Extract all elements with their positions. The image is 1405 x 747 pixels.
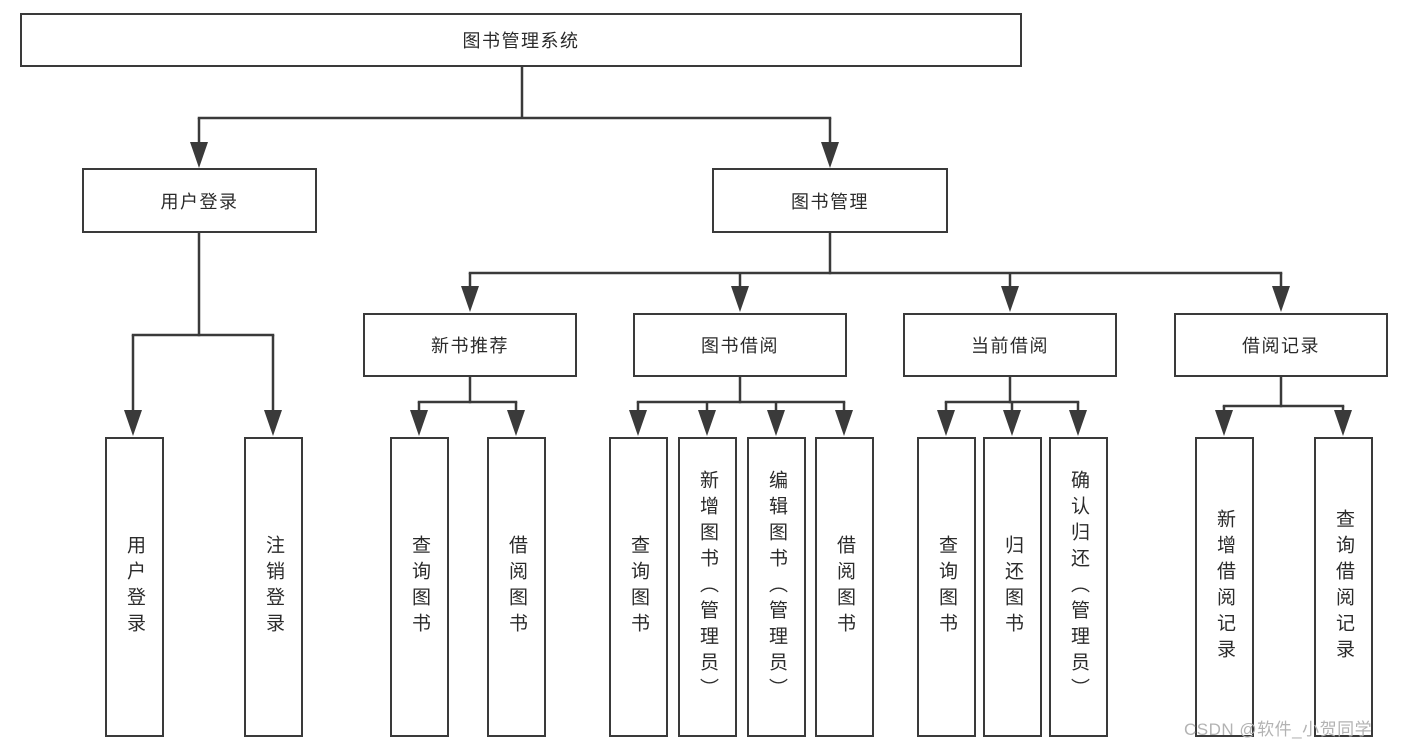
node-new-book-recommendation: 新书推荐	[363, 313, 577, 377]
node-user-login: 用户登录	[82, 168, 317, 233]
leaf-query-books-recommend-label: 查询图书	[409, 535, 430, 639]
leaf-add-borrow-record-label: 新增借阅记录	[1214, 509, 1235, 665]
csdn-watermark: CSDN @软件_小贺同学	[1184, 720, 1373, 739]
leaf-borrow-books-recommend-label: 借阅图书	[506, 535, 527, 639]
leaf-edit-books-admin-label: 编辑图书（管理员）	[766, 470, 787, 704]
leaf-add-books-admin: 新增图书（管理员）	[678, 437, 737, 737]
leaf-confirm-return-admin-label: 确认归还（管理员）	[1068, 470, 1089, 704]
node-book-borrowing-label: 图书借阅	[701, 336, 779, 356]
leaf-logout-login: 注销登录	[244, 437, 303, 737]
node-current-borrowing-label: 当前借阅	[971, 336, 1049, 356]
leaf-query-books-borrowing: 查询图书	[609, 437, 668, 737]
leaf-query-borrow-record-label: 查询借阅记录	[1333, 509, 1354, 665]
leaf-query-books-current: 查询图书	[917, 437, 976, 737]
node-borrowing-records: 借阅记录	[1174, 313, 1388, 377]
leaf-edit-books-admin: 编辑图书（管理员）	[747, 437, 806, 737]
node-new-book-recommendation-label: 新书推荐	[431, 336, 509, 356]
leaf-user-login: 用户登录	[105, 437, 164, 737]
node-library-management-system-label: 图书管理系统	[462, 31, 580, 51]
leaf-confirm-return-admin: 确认归还（管理员）	[1049, 437, 1108, 737]
node-book-borrowing: 图书借阅	[633, 313, 847, 377]
leaf-query-books-current-label: 查询图书	[936, 535, 957, 639]
leaf-query-books-borrowing-label: 查询图书	[628, 535, 649, 639]
node-borrowing-records-label: 借阅记录	[1242, 336, 1320, 356]
leaf-user-login-label: 用户登录	[124, 535, 145, 639]
leaf-add-borrow-record: 新增借阅记录	[1195, 437, 1254, 737]
node-book-management: 图书管理	[712, 168, 948, 233]
node-library-management-system: 图书管理系统	[20, 13, 1022, 67]
leaf-borrow-books-recommend: 借阅图书	[487, 437, 546, 737]
leaf-query-borrow-record: 查询借阅记录	[1314, 437, 1373, 737]
leaf-borrow-books-label: 借阅图书	[834, 535, 855, 639]
node-book-management-label: 图书管理	[791, 191, 869, 212]
leaf-return-books: 归还图书	[983, 437, 1042, 737]
leaf-return-books-label: 归还图书	[1002, 535, 1023, 639]
arrowheads	[124, 142, 1352, 436]
node-current-borrowing: 当前借阅	[903, 313, 1117, 377]
leaf-borrow-books: 借阅图书	[815, 437, 874, 737]
leaf-query-books-recommend: 查询图书	[390, 437, 449, 737]
leaf-logout-login-label: 注销登录	[263, 535, 284, 639]
leaf-add-books-admin-label: 新增图书（管理员）	[697, 470, 718, 704]
node-user-login-label: 用户登录	[160, 191, 239, 212]
